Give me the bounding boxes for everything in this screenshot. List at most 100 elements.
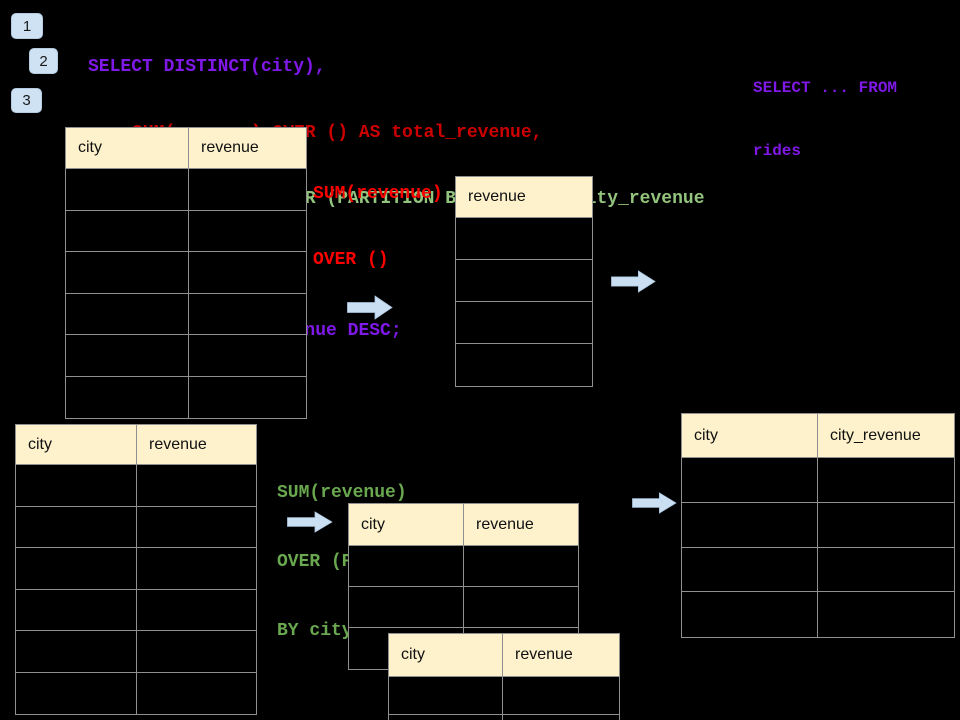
- table-cell: [137, 631, 256, 673]
- table-cell: [503, 677, 619, 715]
- table-cell: [66, 376, 189, 418]
- table-body: [682, 458, 954, 637]
- table-cell: [16, 589, 137, 631]
- table-cell: [818, 458, 954, 503]
- table-cell: [16, 631, 137, 673]
- table-row: [66, 293, 306, 335]
- select-from-note-line1: SELECT ... FROM: [753, 79, 898, 97]
- column-header-revenue: revenue: [456, 177, 592, 218]
- table-row: [456, 302, 592, 344]
- table-row: [349, 587, 578, 628]
- table-source-top: city revenue: [65, 127, 307, 419]
- table-row: [682, 458, 954, 503]
- table-cell: [137, 589, 256, 631]
- table-cell: [456, 260, 592, 302]
- table-row: [16, 672, 256, 714]
- table-body: [66, 169, 306, 418]
- table-cell: [456, 302, 592, 344]
- sql-line-select: SELECT DISTINCT(city),: [88, 57, 326, 77]
- table-row: [66, 252, 306, 294]
- column-header-revenue: revenue: [503, 634, 619, 677]
- column-header-city-revenue: city_revenue: [818, 414, 954, 458]
- table-cell: [189, 210, 306, 252]
- flow-arrow-total-icon: [347, 295, 393, 320]
- column-header-revenue: revenue: [189, 128, 306, 169]
- total-revenue-note-line1: SUM(revenue): [313, 184, 443, 204]
- flow-arrow-total-out-icon: [611, 270, 656, 293]
- table-row: [16, 548, 256, 590]
- column-header-city: city: [389, 634, 503, 677]
- table-cell: [349, 587, 464, 628]
- table-cell: [818, 547, 954, 593]
- table-header-row: city revenue: [389, 634, 619, 677]
- table-cell: [464, 546, 578, 587]
- table-cell: [66, 335, 189, 377]
- step-badge-3: 3: [11, 88, 42, 113]
- flow-arrow-partition-icon: [287, 511, 333, 533]
- table-cell: [389, 677, 503, 715]
- table-source-bottom: city revenue: [15, 424, 257, 715]
- table-row: [389, 677, 619, 715]
- table-row: [66, 376, 306, 418]
- step-badge-1: 1: [11, 13, 43, 39]
- table-row: [682, 592, 954, 637]
- table-cell: [456, 344, 592, 386]
- table-cell: [682, 502, 818, 548]
- table-cell: [16, 548, 137, 590]
- table-row: [456, 260, 592, 302]
- table-row: [16, 506, 256, 548]
- table-cell: [189, 335, 306, 377]
- table-header-row: revenue: [456, 177, 592, 218]
- table-cell: [189, 376, 306, 418]
- table-cell: [66, 169, 189, 211]
- table-cell: [456, 218, 592, 260]
- table-row: [66, 169, 306, 211]
- partition-note-line1: SUM(revenue): [277, 483, 407, 503]
- table-row: [16, 589, 256, 631]
- column-header-city: city: [682, 414, 818, 458]
- table-cell: [349, 546, 464, 587]
- table-row: [682, 547, 954, 593]
- column-header-city: city: [349, 504, 464, 546]
- table-cell: [682, 592, 818, 637]
- column-header-city: city: [66, 128, 189, 169]
- table-body: [456, 218, 592, 386]
- table-row: [456, 344, 592, 386]
- table-cell: [189, 293, 306, 335]
- table-body: [389, 677, 619, 720]
- table-row: [456, 218, 592, 260]
- table-cell: [137, 465, 256, 507]
- table-cell: [66, 293, 189, 335]
- table-header-row: city revenue: [349, 504, 578, 546]
- table-cell: [16, 465, 137, 507]
- column-header-revenue: revenue: [464, 504, 578, 546]
- table-header-row: city revenue: [66, 128, 306, 169]
- table-partition-group-b: city revenue: [388, 633, 620, 720]
- select-from-note: SELECT ... FROM rides: [753, 36, 897, 204]
- table-cell: [818, 592, 954, 637]
- table-cell: [189, 252, 306, 294]
- table-cell: [16, 506, 137, 548]
- total-revenue-note: SUM(revenue) OVER (): [313, 139, 443, 315]
- table-row: [16, 631, 256, 673]
- table-cell: [137, 506, 256, 548]
- table-cell: [682, 458, 818, 503]
- column-header-city: city: [16, 425, 137, 465]
- table-row: [349, 546, 578, 587]
- flow-arrow-partition-out-icon: [632, 492, 677, 514]
- table-cell: [16, 672, 137, 714]
- column-header-revenue: revenue: [137, 425, 256, 465]
- total-revenue-note-line2: OVER (): [313, 250, 389, 270]
- table-row: [16, 465, 256, 507]
- table-header-row: city revenue: [16, 425, 256, 465]
- table-partition-result: city city_revenue: [681, 413, 955, 638]
- table-cell: [66, 210, 189, 252]
- table-cell: [66, 252, 189, 294]
- table-header-row: city city_revenue: [682, 414, 954, 458]
- table-row: [389, 715, 619, 720]
- table-total-result: revenue: [455, 176, 593, 387]
- table-cell: [137, 672, 256, 714]
- table-cell: [389, 715, 503, 720]
- table-cell: [503, 715, 619, 720]
